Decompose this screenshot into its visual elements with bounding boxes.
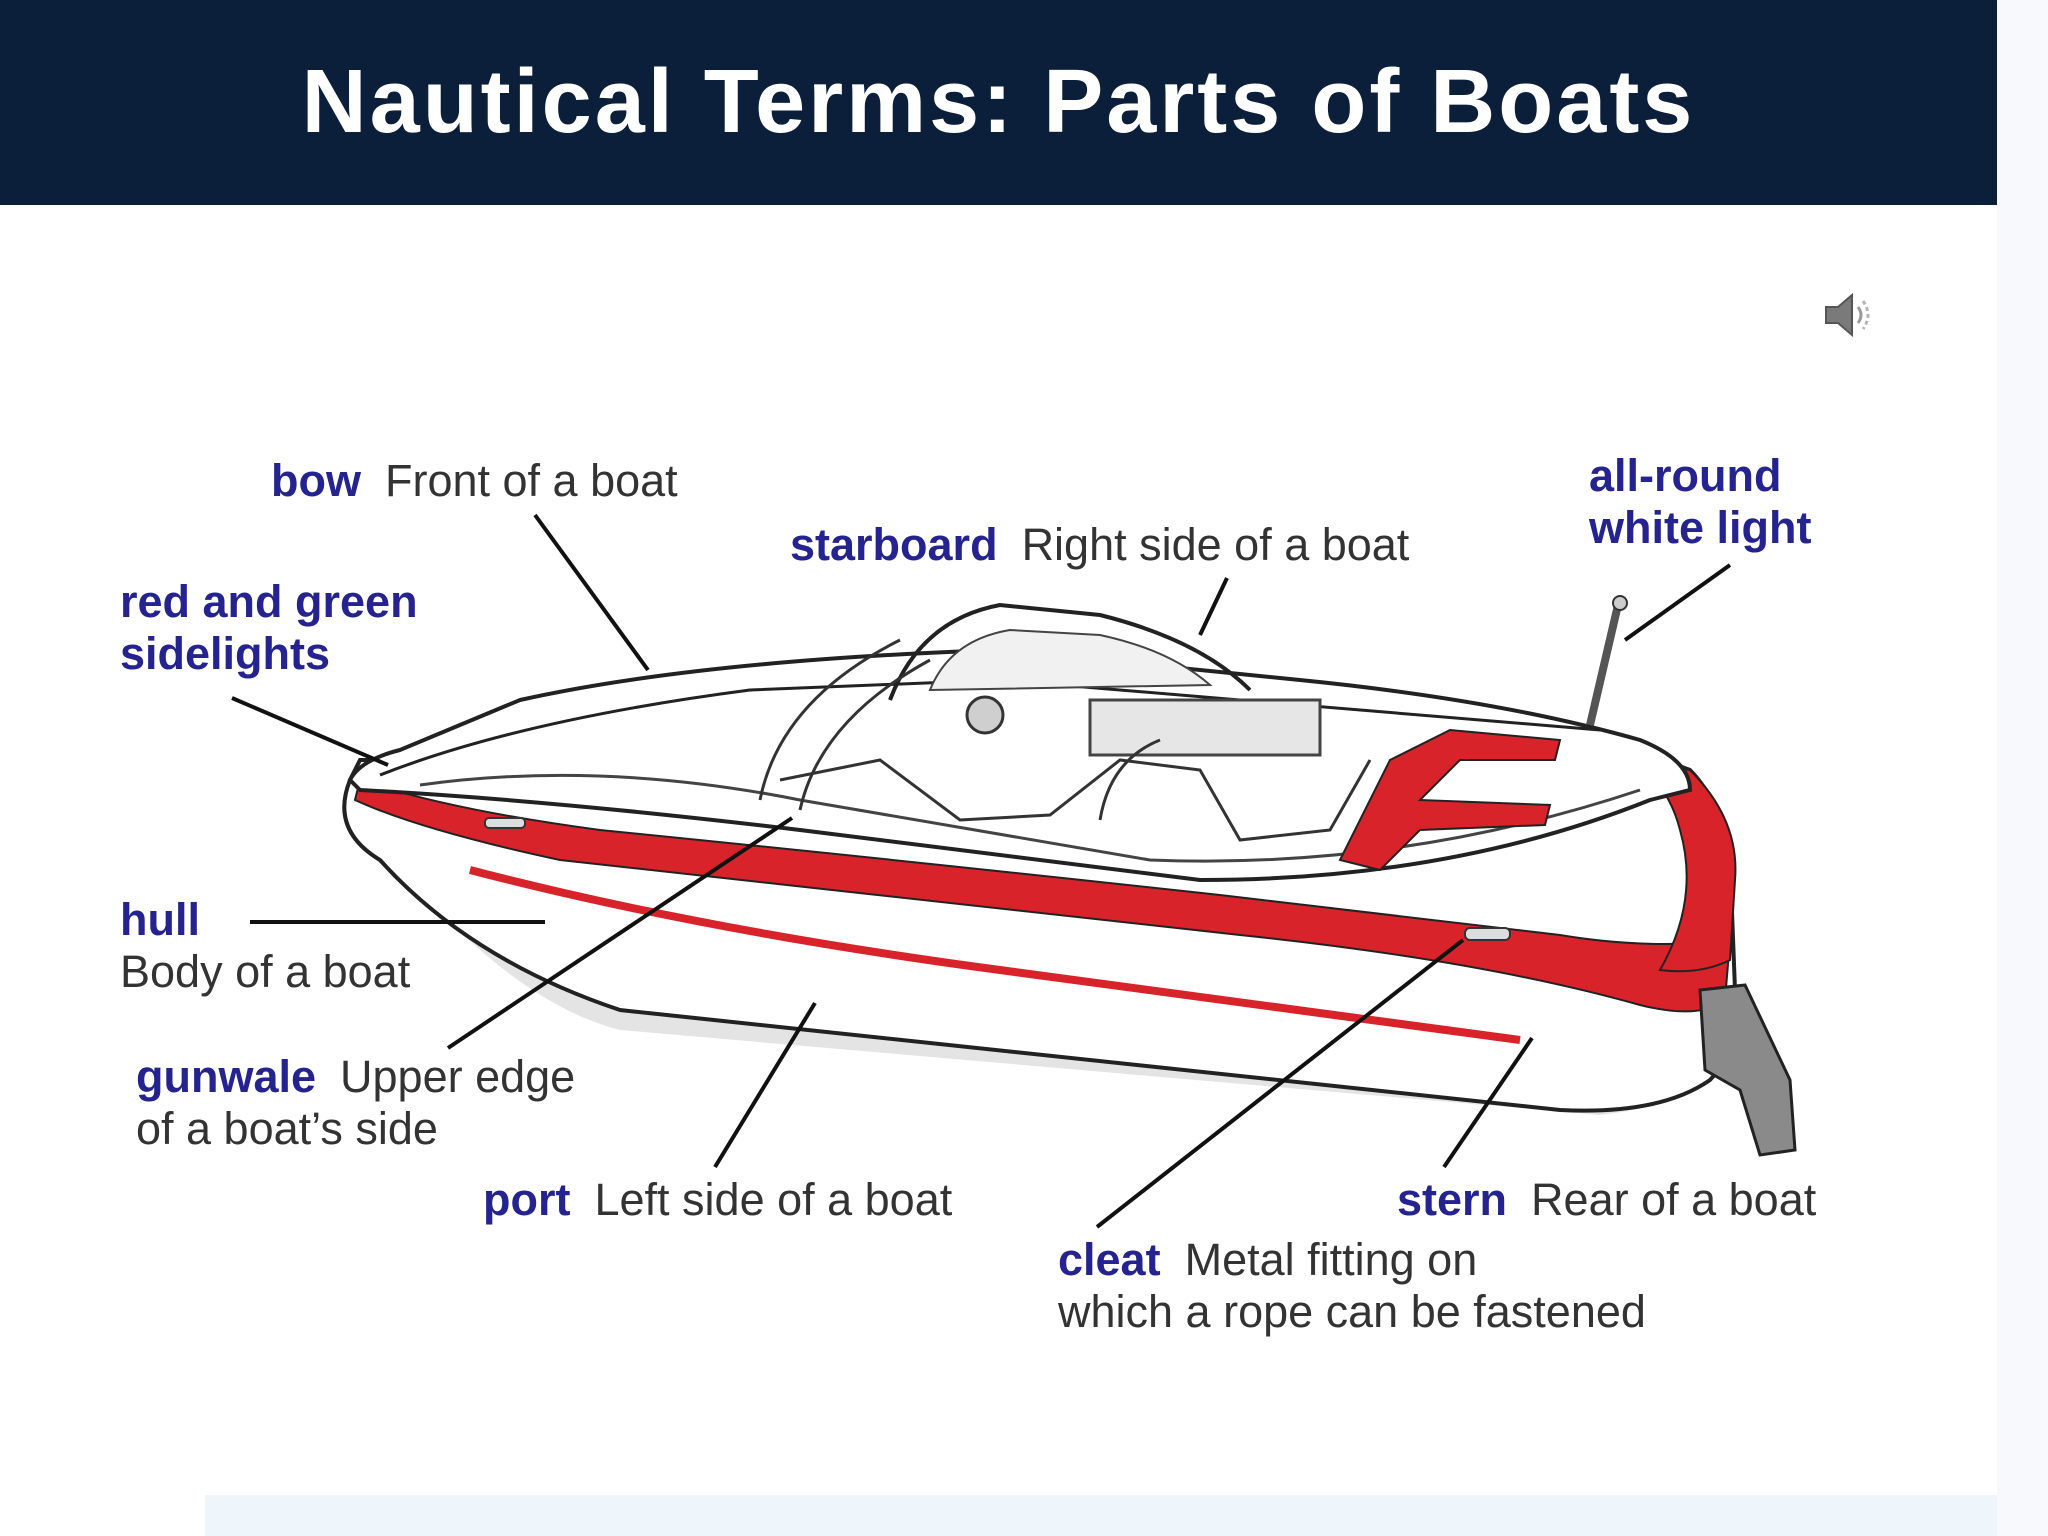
page-title: Nautical Terms: Parts of Boats — [301, 52, 1696, 152]
leader-starboard — [1198, 577, 1229, 636]
label-allround-light: all-round white light — [1589, 450, 1811, 554]
label-sidelights: red and green sidelights — [120, 576, 418, 680]
term-allround-line1: all-round — [1589, 450, 1782, 501]
term-bow: bow — [271, 455, 361, 506]
cleat-fitting — [1464, 927, 1511, 941]
leader-cleat — [1095, 938, 1465, 1229]
bottom-band — [205, 1495, 1997, 1536]
windshield — [888, 602, 1252, 701]
label-hull: hull Body of a boat — [120, 894, 410, 998]
leader-stern — [1442, 1036, 1534, 1169]
term-gunwale: gunwale — [136, 1051, 317, 1102]
label-cleat: cleat Metal fitting on which a rope can b… — [1058, 1234, 1646, 1338]
term-stern: stern — [1397, 1174, 1508, 1225]
term-allround-line2: white light — [1589, 502, 1812, 553]
label-starboard: starboard Right side of a boat — [790, 519, 1409, 571]
leader-bow — [533, 513, 650, 672]
right-margin-strip — [1997, 0, 2048, 1536]
tower-bar — [758, 638, 1161, 821]
label-stern: stern Rear of a boat — [1397, 1174, 1816, 1226]
leader-gunwale — [446, 816, 794, 1050]
light-pole — [1586, 604, 1622, 726]
def-starboard: Right side of a boat — [1021, 519, 1410, 570]
term-starboard: starboard — [790, 519, 998, 570]
deck-rail — [379, 678, 1601, 777]
def-bow: Front of a boat — [384, 455, 678, 506]
speaker-icon[interactable] — [1820, 285, 1880, 345]
label-port: port Left side of a boat — [483, 1174, 952, 1226]
def-stern: Rear of a boat — [1531, 1174, 1817, 1225]
boat-deck — [347, 647, 1693, 883]
steering-wheel — [965, 695, 1005, 735]
term-hull: hull — [120, 894, 200, 945]
def-gunwale-line2: of a boat’s side — [136, 1103, 438, 1154]
term-port: port — [483, 1174, 571, 1225]
title-bar: Nautical Terms: Parts of Boats — [0, 0, 1997, 205]
cockpit-seats — [779, 758, 1372, 842]
def-cleat-line2: which a rope can be fastened — [1058, 1286, 1646, 1337]
leader-allround — [1623, 563, 1732, 642]
label-bow: bow Front of a boat — [271, 455, 678, 507]
def-port: Left side of a boat — [594, 1174, 953, 1225]
outboard-motor — [1698, 983, 1797, 1157]
def-gunwale-line1: Upper edge — [340, 1051, 576, 1102]
leader-sidelights — [231, 696, 389, 767]
deck-inner-line — [419, 773, 1641, 863]
term-sidelights-line1: red and green — [120, 576, 418, 627]
label-gunwale: gunwale Upper edge of a boat’s side — [136, 1051, 575, 1155]
dashboard — [1088, 698, 1322, 757]
windshield-glass — [928, 628, 1213, 692]
def-cleat-line1: Metal fitting on — [1184, 1234, 1478, 1285]
def-hull: Body of a boat — [120, 946, 411, 997]
hull-stripe-thin — [468, 866, 1521, 1044]
deck-logo — [1338, 728, 1562, 872]
term-sidelights-line2: sidelights — [120, 628, 331, 679]
leader-port — [713, 1001, 817, 1169]
hull-stripe-stern — [1636, 763, 1737, 973]
term-cleat: cleat — [1058, 1234, 1161, 1285]
